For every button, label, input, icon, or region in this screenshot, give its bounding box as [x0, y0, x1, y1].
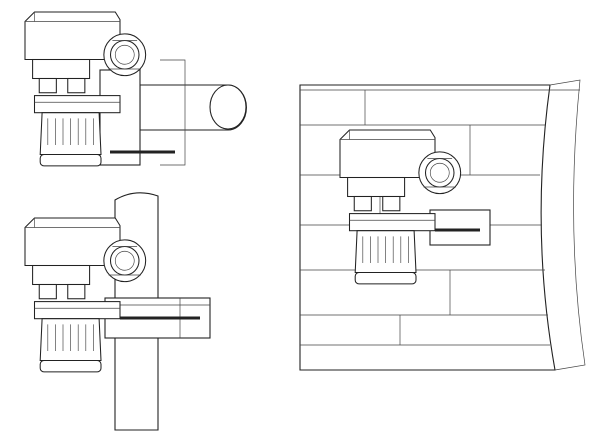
- pipe-vertical-mount-view: [24, 192, 211, 431]
- pipe-bracket: [99, 69, 141, 166]
- wall-bracket: [429, 209, 491, 246]
- pipe-horizontal-mount-view: [24, 11, 247, 167]
- wall-mount-view: [299, 79, 586, 371]
